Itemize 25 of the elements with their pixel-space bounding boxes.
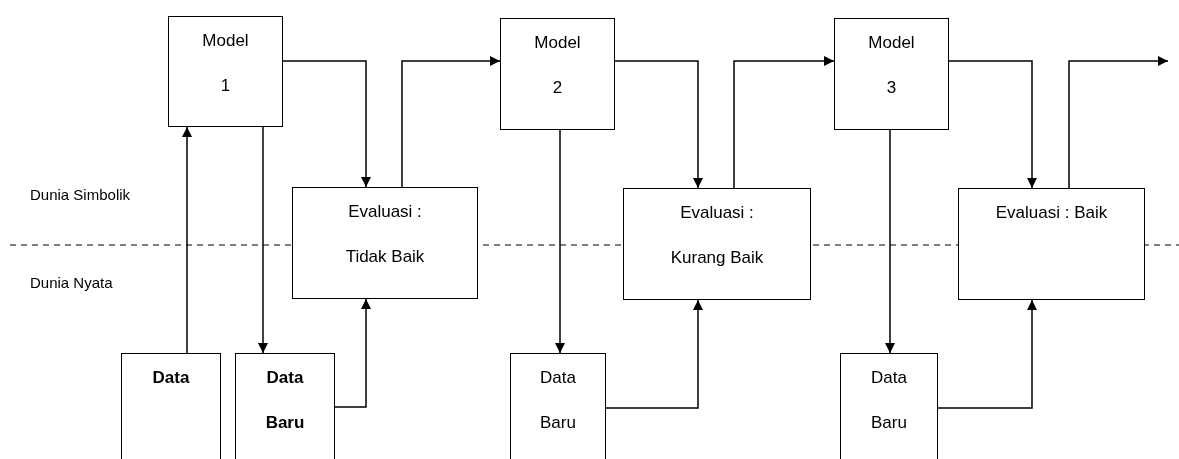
arrow <box>182 126 192 354</box>
process-box: Data Baru <box>510 353 606 459</box>
arrow <box>401 56 501 188</box>
arrow <box>937 299 1037 409</box>
process-box: Model 2 <box>500 18 615 130</box>
arrow <box>885 129 895 354</box>
arrow <box>605 299 703 409</box>
process-box: Data Baru <box>235 353 335 459</box>
process-box: Model 3 <box>834 18 949 130</box>
process-box: Evaluasi : Baik <box>958 188 1145 300</box>
arrow <box>948 60 1037 189</box>
arrow <box>614 60 703 189</box>
process-box: Evaluasi : Kurang Baik <box>623 188 811 300</box>
process-box: Data Baru <box>840 353 938 459</box>
arrow <box>733 56 835 189</box>
process-box: Model 1 <box>168 16 283 127</box>
region-label: Dunia Nyata <box>30 273 113 293</box>
region-label: Dunia Simbolik <box>30 185 131 205</box>
arrow <box>1068 56 1169 189</box>
arrow <box>334 298 371 408</box>
process-box: Data <box>121 353 221 459</box>
arrow <box>555 129 565 354</box>
arrow <box>258 126 268 354</box>
arrow <box>282 60 371 188</box>
process-box: Evaluasi : Tidak Baik <box>292 187 478 299</box>
